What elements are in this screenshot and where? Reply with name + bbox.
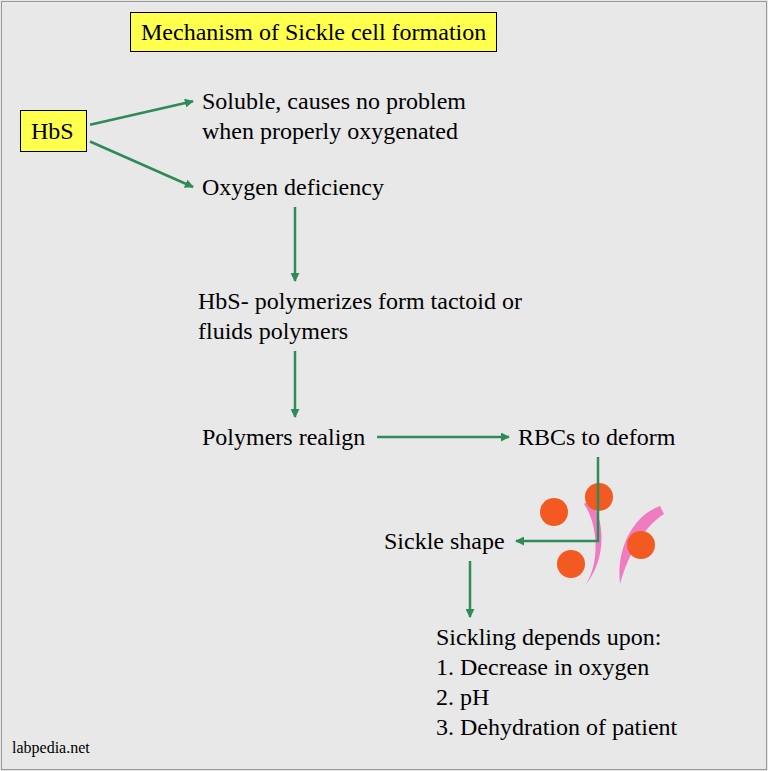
step-text: Polymers realign xyxy=(196,420,374,454)
node-text: Sickling depends upon: xyxy=(436,622,680,652)
step-text: Soluble, causes no problem when properly… xyxy=(196,84,518,148)
node-text: Polymers realign xyxy=(202,422,368,452)
flow-arrow xyxy=(90,142,193,188)
node-text: Sickle shape xyxy=(384,526,507,556)
node-text: Soluble, causes no problem when properly… xyxy=(202,86,512,146)
node-text: HbS- polymerizes form tactoid or fluids … xyxy=(198,286,543,346)
title-text: Mechanism of Sickle cell formation xyxy=(141,19,486,45)
step-text: HbS- polymerizes form tactoid or fluids … xyxy=(192,284,549,348)
watermark: labpedia.net xyxy=(12,738,90,758)
sickle-cell xyxy=(619,506,664,584)
title-box: Mechanism of Sickle cell formation xyxy=(130,12,497,52)
flow-arrow xyxy=(294,207,297,281)
hbs-box: HbS xyxy=(20,110,87,152)
step-text: RBCs to deform xyxy=(512,420,684,454)
red-cell xyxy=(540,498,568,526)
flow-arrow xyxy=(294,351,297,417)
node-text: RBCs to deform xyxy=(518,422,678,452)
node-text: HbS xyxy=(31,116,76,146)
condition-list: Sickling depends upon:1. Decrease in oxy… xyxy=(430,620,686,744)
red-cell xyxy=(557,550,585,578)
node-text: 1. Decrease in oxygen xyxy=(436,652,680,682)
flow-arrow xyxy=(469,561,472,617)
node-text: Oxygen deficiency xyxy=(202,172,386,202)
step-text: Sickle shape xyxy=(378,524,513,558)
node-text: 3. Dehydration of patient xyxy=(436,712,680,742)
step-text: Oxygen deficiency xyxy=(196,170,392,204)
flow-arrow xyxy=(516,457,598,541)
node-text: 2. pH xyxy=(436,682,680,712)
flow-arrow xyxy=(377,436,509,439)
red-cell xyxy=(627,531,655,559)
flow-arrow xyxy=(90,101,193,124)
